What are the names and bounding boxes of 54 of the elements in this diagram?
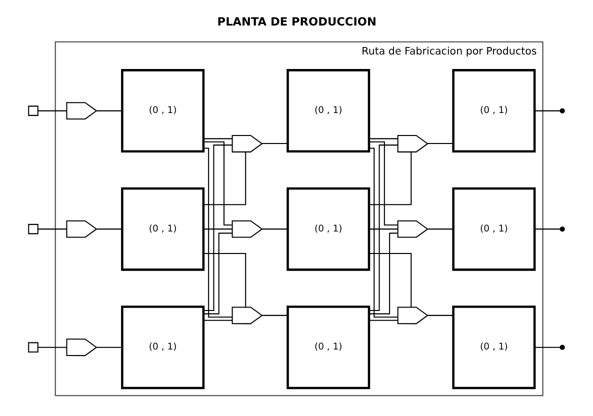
node-trapezoid <box>66 102 98 120</box>
connector <box>428 314 454 316</box>
node-box: (0 , 1) <box>121 68 205 152</box>
node-trapezoid <box>66 220 98 238</box>
connector <box>369 252 412 307</box>
node-box: (0 , 1) <box>286 305 370 389</box>
connector <box>534 110 560 111</box>
connector <box>204 232 232 314</box>
connector <box>534 228 560 230</box>
connector <box>428 142 454 144</box>
node-box: (0 , 1) <box>286 186 370 270</box>
connector <box>369 228 398 230</box>
node-trapezoid <box>232 306 263 324</box>
connector <box>204 228 232 230</box>
node-trapezoid <box>232 134 263 152</box>
connector <box>369 140 398 225</box>
node-box: (0 , 1) <box>452 305 536 389</box>
connector <box>96 228 122 230</box>
node-box: (0 , 1) <box>121 305 205 389</box>
node-circle <box>560 344 565 350</box>
node-box <box>28 223 38 234</box>
connector <box>262 142 288 144</box>
connector <box>428 228 454 230</box>
connector <box>204 252 246 307</box>
node-box: (0 , 1) <box>452 186 536 270</box>
node-box: (0 , 1) <box>121 186 205 270</box>
connector <box>369 138 398 139</box>
connector <box>96 346 122 348</box>
connector <box>369 319 398 320</box>
node-trapezoid <box>232 220 263 238</box>
connector <box>38 110 67 111</box>
node-circle <box>560 226 565 232</box>
connector <box>38 346 67 348</box>
connector <box>369 232 398 314</box>
node-box <box>28 342 38 352</box>
connector <box>204 140 232 225</box>
connector <box>262 314 288 316</box>
connector <box>38 228 67 230</box>
node-trapezoid <box>66 338 98 356</box>
node-circle <box>560 108 565 113</box>
connector <box>534 346 560 348</box>
diagram-title: PLANTA DE PRODUCCION <box>217 14 377 28</box>
connector <box>262 228 288 230</box>
node-box: (0 , 1) <box>452 68 536 152</box>
connector <box>369 152 412 205</box>
connector <box>204 152 246 205</box>
node-box <box>28 105 38 116</box>
node-trapezoid <box>397 306 428 324</box>
node-box: (0 , 1) <box>286 68 370 152</box>
connector <box>96 110 122 111</box>
connector <box>204 319 232 320</box>
node-trapezoid <box>397 134 428 152</box>
connector <box>204 138 232 139</box>
node-trapezoid <box>397 220 428 238</box>
